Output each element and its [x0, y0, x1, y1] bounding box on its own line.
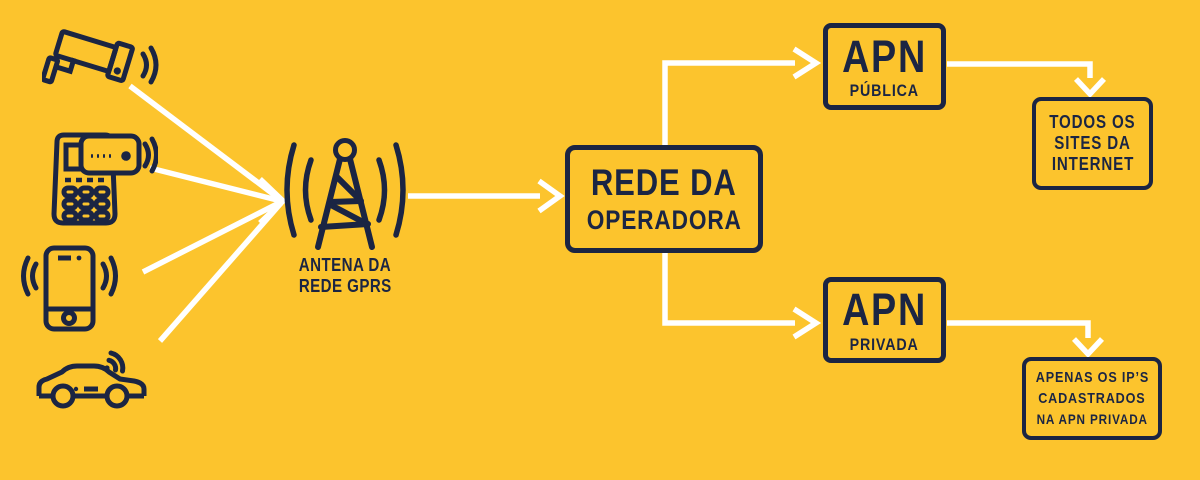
antenna-caption-line2: REDE GPRS — [298, 276, 392, 296]
node-private-result: APENAS OS IP’S CADASTRADOS NA APN PRIVAD… — [1022, 357, 1162, 440]
node-apn-public: APN PÚBLICA — [823, 23, 946, 110]
arrowhead-into-apn-private — [792, 306, 822, 340]
line-network-to-apn-public — [662, 60, 795, 145]
line-car-to-antenna — [157, 201, 284, 343]
cctv-camera-icon — [42, 29, 159, 85]
private-result-line2: CADASTRADOS — [1038, 390, 1146, 407]
operator-network-title-line2: OPERADORA — [586, 204, 742, 235]
line-phone-to-antenna — [141, 199, 283, 275]
arrowhead-into-antenna — [258, 177, 287, 225]
public-result-line1: TODOS OS — [1049, 112, 1136, 132]
node-operator-network: REDE DA OPERADORA — [565, 145, 763, 253]
antenna-caption: ANTENA DA REDE GPRS — [275, 255, 415, 297]
line-apn-public-to-result — [947, 61, 1093, 78]
private-result-line1: APENAS OS IP’S — [1035, 369, 1149, 386]
connected-car-icon — [36, 350, 147, 409]
smartphone-icon — [21, 245, 118, 332]
apn-public-title-line2: PÚBLICA — [849, 81, 920, 101]
pos-terminal-icon — [51, 132, 158, 226]
arrowhead-into-apn-public — [792, 46, 822, 80]
line-apn-private-to-result — [947, 320, 1091, 338]
arrowhead-into-public-result — [1073, 77, 1107, 99]
public-result-line2: SITES DA — [1054, 133, 1131, 153]
line-pos-to-antenna — [149, 165, 282, 204]
line-network-to-apn-private — [662, 253, 795, 326]
private-result-line3: NA APN PRIVADA — [1036, 411, 1148, 427]
arrowhead-into-private-result — [1071, 337, 1105, 359]
apn-public-title-line1: APN — [842, 30, 927, 82]
line-camera-to-antenna — [128, 83, 283, 203]
node-public-result: TODOS OS SITES DA INTERNET — [1032, 97, 1153, 190]
operator-network-title-line1: REDE DA — [591, 161, 737, 203]
public-result-line3: INTERNET — [1051, 154, 1134, 174]
apn-private-title-line2: PRIVADA — [849, 334, 920, 354]
apn-private-title-line1: APN — [842, 284, 927, 336]
node-apn-private: APN PRIVADA — [823, 277, 946, 363]
antenna-caption-line1: ANTENA DA — [298, 255, 392, 275]
radio-tower-icon — [284, 138, 406, 250]
arrowhead-into-network — [537, 178, 565, 214]
